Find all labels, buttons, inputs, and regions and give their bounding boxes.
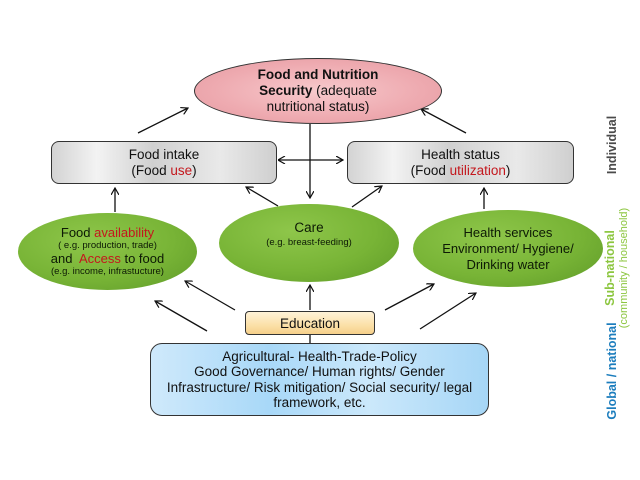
fns-line2: Security (adequate	[258, 83, 379, 99]
health-services-node: Health services Environment/ Hygiene/ Dr…	[413, 210, 603, 287]
food-intake-sub-pre: (Food	[131, 162, 171, 178]
arrow-global-to-hservices	[419, 293, 476, 330]
health-status-sub-post: )	[505, 162, 511, 178]
food-intake-subtitle: (Food use)	[129, 163, 200, 179]
care-example: (e.g. breast-feeding)	[266, 237, 352, 248]
availability-highlight: availability	[94, 224, 155, 240]
level-label-global: Global / national	[605, 322, 619, 420]
education-label: Education	[279, 315, 341, 331]
care-title: Care	[294, 220, 324, 235]
arrow-global-to-availability	[155, 301, 208, 332]
availability-line1-pre: Food	[60, 224, 95, 240]
health-services-line1: Health services	[463, 224, 553, 240]
care-node: Care (e.g. breast-feeding)	[219, 204, 399, 282]
access-line-pre: and	[50, 250, 79, 266]
fns-line3: nutritional status)	[266, 99, 370, 114]
food-intake-node: Food intake (Food use)	[51, 141, 277, 184]
global-line2: Good Governance/ Human rights/ Gender	[194, 364, 445, 379]
education-node: Education	[245, 311, 375, 335]
health-status-subtitle: (Food utilization)	[411, 163, 511, 179]
arrow-education-to-availability	[185, 281, 236, 311]
food-intake-sub-highlight: use	[170, 162, 193, 178]
fns-line1: Food and Nutrition	[257, 67, 379, 82]
fns-line2-bold: Security	[259, 83, 313, 98]
global-line1: Agricultural- Health-Trade-Policy	[222, 348, 417, 364]
subnational-line1: Sub-national	[603, 230, 617, 306]
subnational-line2: (community / household)	[618, 207, 630, 329]
fns-line2-rest: (adequate	[312, 83, 377, 98]
food-intake-sub-post: )	[192, 162, 197, 178]
health-status-title: Health status	[421, 146, 500, 162]
level-label-individual: Individual	[605, 115, 619, 175]
global-line4: framework, etc.	[273, 395, 366, 410]
health-status-sub-pre: (Food	[410, 162, 450, 178]
food-availability-access-node: Food availability ( e.g. production, tra…	[18, 213, 197, 290]
level-label-subnational: Sub-national (community / household)	[603, 208, 631, 328]
arrow-food-intake-to-fns	[137, 108, 188, 134]
health-services-line3: Drinking water	[466, 256, 550, 272]
health-services-line2: Environment/ Hygiene/	[442, 240, 574, 256]
access-example: (e.g. income, infrastucture)	[50, 265, 164, 277]
health-status-sub-highlight: utilization	[449, 162, 506, 178]
arrow-care-to-health-status	[351, 186, 382, 208]
food-intake-title: Food intake	[128, 146, 200, 162]
arrow-care-to-food-intake	[246, 187, 279, 207]
availability-example: ( e.g. production, trade)	[58, 239, 157, 251]
access-line-post: to food	[120, 250, 165, 266]
global-policy-node: Agricultural- Health-Trade-Policy Good G…	[150, 343, 489, 416]
arrow-health-status-to-fns	[421, 109, 467, 134]
availability-line1: Food availability	[51, 224, 164, 240]
food-nutrition-security-node: Food and Nutrition Security (adequate nu…	[194, 58, 442, 124]
global-line3: Infrastructure/ Risk mitigation/ Social …	[166, 379, 473, 395]
access-line: and Access to food	[50, 250, 165, 266]
access-highlight: Access	[78, 250, 121, 266]
arrow-education-to-hservices	[384, 284, 434, 311]
health-status-node: Health status (Food utilization)	[347, 141, 574, 184]
